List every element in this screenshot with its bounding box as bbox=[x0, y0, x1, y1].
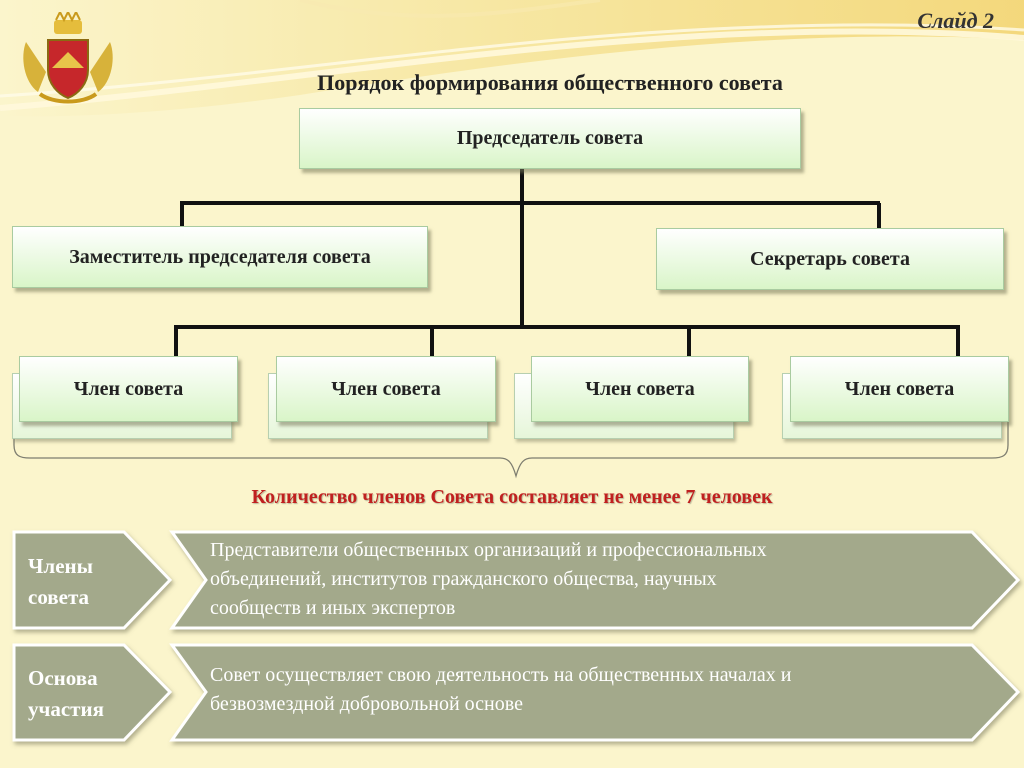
row1-label-line2: совета bbox=[28, 585, 90, 609]
coat-of-arms-icon bbox=[23, 12, 113, 104]
row2-description: Совет осуществляет свою деятельность на … bbox=[210, 661, 990, 719]
deputy-chairman-box: Заместитель председателя совета bbox=[12, 226, 428, 288]
row1-text-line: сообществ и иных экспертов bbox=[210, 597, 456, 619]
member-box-1: Член совета bbox=[19, 356, 238, 422]
member-box-4: Член совета bbox=[790, 356, 1009, 422]
row1-label: Члены совета bbox=[14, 543, 154, 613]
row1-text-line: Представители общественных организаций и… bbox=[210, 539, 767, 561]
secretary-box: Секретарь совета bbox=[656, 228, 1004, 290]
slide-number: Слайд 2 bbox=[917, 8, 994, 33]
row2-text-line: Совет осуществляет свою деятельность на … bbox=[210, 664, 792, 686]
member-box-3: Член совета bbox=[531, 356, 749, 422]
row2-label-line1: Основа bbox=[28, 666, 98, 690]
header-decoration bbox=[0, 0, 1024, 117]
member-box-2: Член совета bbox=[276, 356, 496, 422]
row2-text-line: безвозмездной добровольной основе bbox=[210, 693, 523, 715]
page-title: Порядок формирования общественного совет… bbox=[317, 70, 783, 95]
chairman-box: Председатель совета bbox=[299, 108, 801, 169]
row1-text-line: объединений, институтов гражданского общ… bbox=[210, 568, 717, 590]
row1-label-line1: Члены bbox=[28, 554, 94, 578]
row2-label: Основа участия bbox=[14, 655, 154, 725]
member-count-note: Количество членов Совета составляет не м… bbox=[251, 486, 773, 508]
row2-label-line2: участия bbox=[28, 697, 104, 721]
row1-description: Представители общественных организаций и… bbox=[210, 536, 990, 623]
